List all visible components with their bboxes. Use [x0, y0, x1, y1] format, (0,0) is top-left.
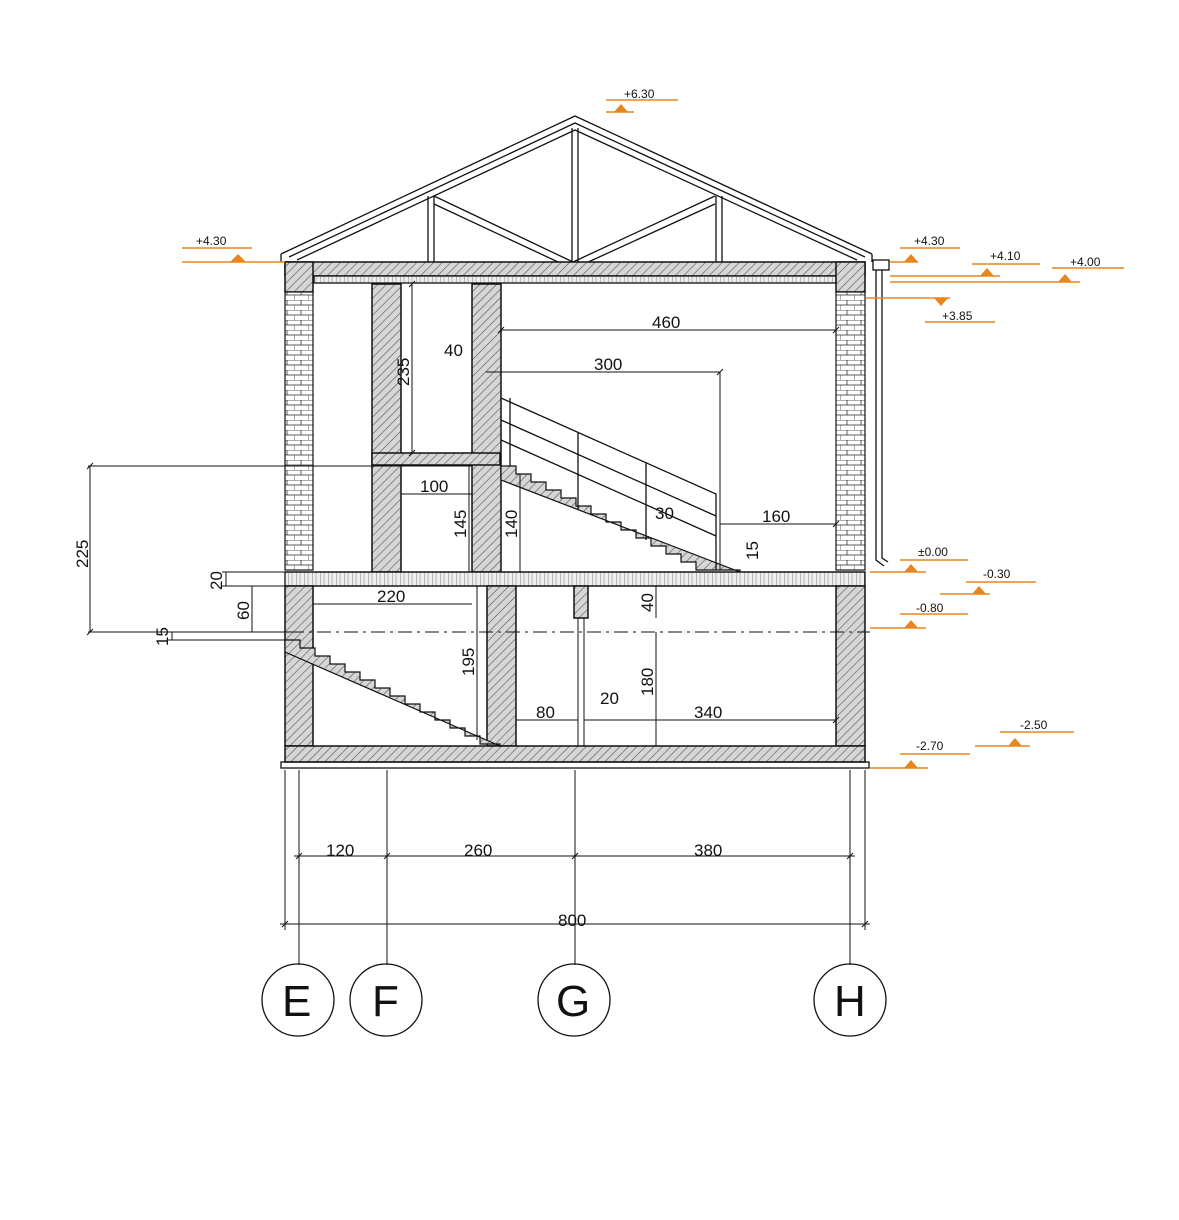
dim-60: 60: [234, 601, 253, 620]
level-gutter-top: +4.10: [990, 249, 1021, 263]
dim-145: 145: [451, 510, 470, 538]
dim-460: 460: [652, 313, 680, 332]
dim-800: 800: [558, 911, 586, 930]
structure: [280, 261, 870, 769]
gutter-downpipe: [872, 259, 890, 567]
dim-15-right: 15: [743, 541, 762, 560]
level-foundation: -2.50: [1020, 718, 1048, 732]
lintel: [371, 452, 501, 466]
dim-180: 180: [638, 668, 657, 696]
basement-door-post: [573, 585, 589, 619]
dim-225: 225: [73, 540, 92, 568]
interior-wall-2: [471, 283, 502, 573]
dim-40-mid: 40: [638, 593, 657, 612]
dim-220: 220: [377, 587, 405, 606]
axis-markers: [261, 963, 887, 1037]
axis-label-f: F: [372, 977, 399, 1026]
dim-300: 300: [594, 355, 622, 374]
upper-stair-flight: [500, 465, 741, 573]
basement-stair-flight: [284, 639, 501, 747]
level-ridge: +6.30: [624, 87, 655, 101]
right-exterior-wall: [835, 291, 866, 571]
dim-20-door: 20: [600, 689, 619, 708]
axis-label-g: G: [556, 977, 590, 1026]
basement-right-wall: [835, 585, 866, 747]
basement-staircase: [284, 639, 501, 747]
axis-bubble-e: [261, 963, 335, 1037]
dim-80: 80: [536, 703, 555, 722]
dim-20-left: 20: [207, 571, 226, 590]
basement-interior-wall: [486, 585, 517, 747]
right-wall-top: [835, 261, 866, 293]
level-ceiling: +3.85: [942, 309, 973, 323]
dim-15-left: 15: [153, 627, 172, 646]
level-floor: ±0.00: [918, 545, 948, 559]
dim-160: 160: [762, 507, 790, 526]
level-markers: [182, 99, 1124, 769]
dim-100: 100: [420, 477, 448, 496]
level-eave-right: +4.30: [914, 234, 945, 248]
axis-bubble-f: [349, 963, 423, 1037]
dimension-lines: [86, 280, 870, 965]
dim-340: 340: [694, 703, 722, 722]
roof-truss: [280, 115, 873, 270]
left-exterior-wall: [284, 291, 314, 571]
left-wall-top: [284, 261, 314, 293]
dim-40-top: 40: [444, 341, 463, 360]
level-basement-floor: -2.70: [916, 739, 944, 753]
level-ground: -0.30: [983, 567, 1011, 581]
dim-120: 120: [326, 841, 354, 860]
dim-195: 195: [459, 648, 478, 676]
dim-140: 140: [502, 510, 521, 538]
interior-wall-1: [371, 283, 402, 573]
dim-380: 380: [694, 841, 722, 860]
dim-260: 260: [464, 841, 492, 860]
basement-left-wall: [284, 585, 314, 747]
top-slab: [284, 261, 866, 277]
level-gutter: +4.00: [1070, 255, 1101, 269]
dim-30: 30: [655, 504, 674, 523]
level-eave-left: +4.30: [196, 234, 227, 248]
axis-label-e: E: [282, 977, 311, 1026]
level-basement-ceiling: -0.80: [916, 601, 944, 615]
ground-floor-slab: [284, 571, 866, 587]
axis-bubble-g: [537, 963, 611, 1037]
dim-235: 235: [394, 358, 413, 386]
top-slab-insulation: [313, 275, 837, 284]
axis-bubble-h: [813, 963, 887, 1037]
upper-staircase: [500, 397, 741, 573]
foundation-slab: [284, 745, 866, 763]
axis-label-h: H: [834, 977, 866, 1026]
